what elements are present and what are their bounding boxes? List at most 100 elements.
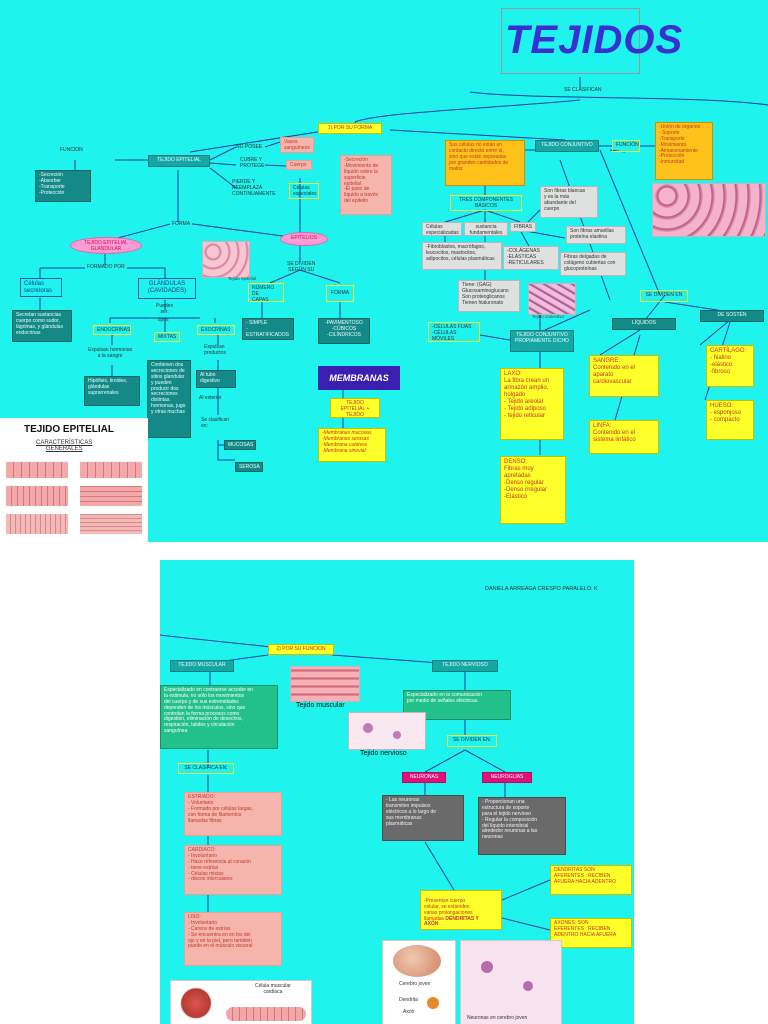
brain-icon <box>393 945 441 977</box>
tejido-muscular-box: TEJIDO MUSCULAR <box>170 660 234 672</box>
prolongaciones-text: -Presentan cuerpo celular, se extienden … <box>424 897 473 922</box>
muscular-caption: Tejido muscular <box>296 702 345 709</box>
epithelial-tissue-image <box>202 241 250 278</box>
membranas-list-box: -Membranas mucosas -Membranas serosas -M… <box>318 428 386 462</box>
vierten-label: Expulsan hormonas a la sangre <box>88 347 133 359</box>
neuroglias-desc-box: - Proporcionan una estructura de soporte… <box>478 797 566 855</box>
muscular-tissue-image <box>290 666 360 702</box>
axon-caption: Axón <box>403 1009 415 1015</box>
vasos-box: Vasos sanguíneos <box>280 137 314 153</box>
membranas-banner: MEMBRANAS <box>318 366 400 390</box>
prolongaciones-box: -Presentan cuerpo celular, se extienden … <box>420 890 502 930</box>
nervioso-caption: Tejido nervioso <box>360 750 407 757</box>
sustancia-box: sustancia fundamentales <box>464 222 508 236</box>
top-concept-map: TEJIDOS SE CLASIFICAN 1) POR SU FORMA TE… <box>0 0 768 542</box>
celulas-fijas-box: -CÉLULAS FIJAS -CÉLULAS MÓVILES <box>428 322 480 342</box>
dendritas-axon-bold: DENDRITAS Y AXÓN <box>424 915 479 928</box>
linfa-box: LINFA: Contenido en el sistema linfático <box>589 420 659 454</box>
funcion-epitelial-box: -Secreción -Absorber -Transporte -Protec… <box>35 170 91 202</box>
forma2-box: FORMA <box>326 285 354 302</box>
pavimentoso-box: -PAVIMENTOSO -CÚBICOS -CILÍNDRICOS <box>318 318 370 344</box>
neuron-blob-2 <box>393 731 401 739</box>
liso-box: LISO: - Involuntario - Carece de estrías… <box>184 912 282 966</box>
neuron-blob-3 <box>481 961 493 973</box>
heart-icon <box>179 987 213 1023</box>
muscular-desc-box: Especializado en contraerse acceder en l… <box>160 685 278 749</box>
inset-cells-6 <box>80 514 142 534</box>
author-label: DANIELA ARREAGA CRESPO PARALELO: K <box>485 586 598 592</box>
secrecion-box: -Secreción -Movimiento de líquido sobre … <box>340 155 392 215</box>
conectivo-tissue-image <box>528 283 576 315</box>
conjuntivo-tissue-image <box>652 183 766 237</box>
hormonas-box: Hipófisis, tiroides, glándulas suprarren… <box>84 376 140 406</box>
inset-cells-3 <box>6 486 68 506</box>
tubo-digestivo-box: Al tubo digestivo <box>196 370 236 388</box>
tejido-epitelial-box: TEJIDO EPITELIAL <box>148 155 210 167</box>
formado-por-label: FORMADO POR <box>85 264 127 271</box>
inset-epitelial: TEJIDO EPITELIAL CARACTERÍSTICAS GENERAL… <box>0 418 148 542</box>
celulas-esp-box: Células especializadas <box>422 222 462 236</box>
epitelios-ellipse: EPITELIOS <box>280 232 328 246</box>
expulsan-label: Expulsan productos <box>204 344 226 356</box>
celulas-especiales-box: Células especiales <box>289 183 319 199</box>
glandulas-box: GLÁNDULAS (CAVIDADES) <box>138 278 196 299</box>
celulas-list-box: -Fibroblastos, macrófagos, leucocitos, m… <box>422 242 502 270</box>
inset-cells-2 <box>80 462 142 478</box>
cubre-label: CUBRE Y PROTEGE <box>240 157 265 169</box>
neuroglias-box: NEUROGLIAS <box>482 772 532 783</box>
se-clasifican-label: SE CLASIFICAN <box>562 87 604 94</box>
tejido-conjuntivo-box: TEJIDO CONJUNTIVO <box>535 140 599 152</box>
cardiaco-box: CARDIACO: - Involuntario - Hace referenc… <box>184 845 282 895</box>
brain-image: Cerebro joven Dendrita Axón <box>382 940 456 1024</box>
cartilago-box: CARTÍLAGO: - hialino -elástico -fibroso <box>706 345 754 387</box>
por-funcion-box: 2) POR SU FUNCION <box>268 644 334 655</box>
neuron-blob-1 <box>363 723 373 733</box>
endocrinas-box: ENDOCRINAS <box>93 325 131 335</box>
inset-cells-5 <box>6 514 68 534</box>
celulas-secretoras-box: Células secretoras <box>20 278 62 297</box>
forma-label: FORMA <box>170 221 193 228</box>
cardiac-fiber <box>226 1007 306 1021</box>
propiamente-box: TEJIDO CONJUNTIVO PROPIAMENTE DICHO <box>510 330 574 352</box>
colagenas-box: -COLÁGENAS -ELÁSTICAS -RETICULARES <box>503 246 559 270</box>
neuronas-caption: Neuronas en cerebro joven <box>467 1015 528 1021</box>
inset-cells-4 <box>80 486 142 506</box>
al-exterior-label: Al exterior <box>199 395 222 401</box>
celulas-desc-box: Secretan sustancias cuerpo como sudor, l… <box>12 310 72 342</box>
tiene-gag-box: Tiene: (GAG) Glucosaminoglucano Son prot… <box>458 280 520 312</box>
por-forma-box: 1) POR SU FORMA <box>318 123 382 134</box>
exocrinas-box: EXOCRINAS <box>197 325 235 335</box>
tipos-label: tipos <box>158 317 169 323</box>
membranas-sub-box: TEJIDO EPITELIAL + TEJIDO CONJUNTIVO <box>330 398 380 418</box>
tres-componentes-box: TRES COMPONENTES BÁSICOS <box>450 195 522 211</box>
se-clasifica-box: SE CLASIFICA EN: <box>178 763 234 774</box>
neuronas-image: Neuronas en cerebro joven <box>460 940 562 1024</box>
blancas-box: Son fibras blancas y es la más abundante… <box>540 186 598 218</box>
pueden-ser-label: Pueden ser: <box>156 303 174 315</box>
neuron-cell-icon <box>427 997 439 1009</box>
bottom-concept-map: DANIELA ARREAGA CRESPO PARALELO: K 2) PO… <box>160 560 634 1024</box>
funcion-conjuntivo-list: -Unión de órganos - Soporte -Transporte … <box>655 122 713 180</box>
cuerpo-box: Cuerpo <box>286 160 312 170</box>
liquidos-box: LÍQUIDOS <box>612 318 676 330</box>
neuron-blob-4 <box>523 981 533 991</box>
simple-box: - SIMPLE - ESTRATIFICADOS <box>242 318 294 340</box>
funcion-conjuntivo-box: FUNCIÓN <box>612 140 640 152</box>
title-box <box>501 8 640 74</box>
no-posee-label: NO POSEE <box>236 144 263 150</box>
mixtas-desc-box: Contienen dos secreciones de sitios glan… <box>147 360 191 438</box>
cardiac-image: Célula muscular cardiaca <box>170 980 312 1024</box>
mixtas-box: MIXTAS <box>154 332 180 342</box>
fibras-box: FIBRAS <box>510 222 536 232</box>
de-sosten-box: DE SOSTÉN <box>700 310 764 322</box>
inset-subtitle: CARACTERÍSTICAS GENERALES <box>36 440 93 452</box>
sangre-box: SANGRE: Contenido en el aparato cardiova… <box>589 355 659 397</box>
mucosas-box: MUCOSAS <box>224 440 256 450</box>
se-dividen-nervioso-box: SE DIVIDEN EN: <box>447 735 497 747</box>
amarillas-box: Son fibras amarillas proteína elastina <box>566 226 626 244</box>
neuronas-box: NEURONAS <box>402 772 446 783</box>
pierde-label: PIERDE Y REEMPLAZA CONTINUAMENTE <box>232 179 276 197</box>
laxo-box: LAXO: La fibra crean un armazón amplio, … <box>500 368 564 440</box>
se-dividen-en-box: SE DIVIDEN EN <box>640 290 688 302</box>
se-dividen-segun-label: SE DIVIDEN SEGÚN SU <box>287 261 316 273</box>
